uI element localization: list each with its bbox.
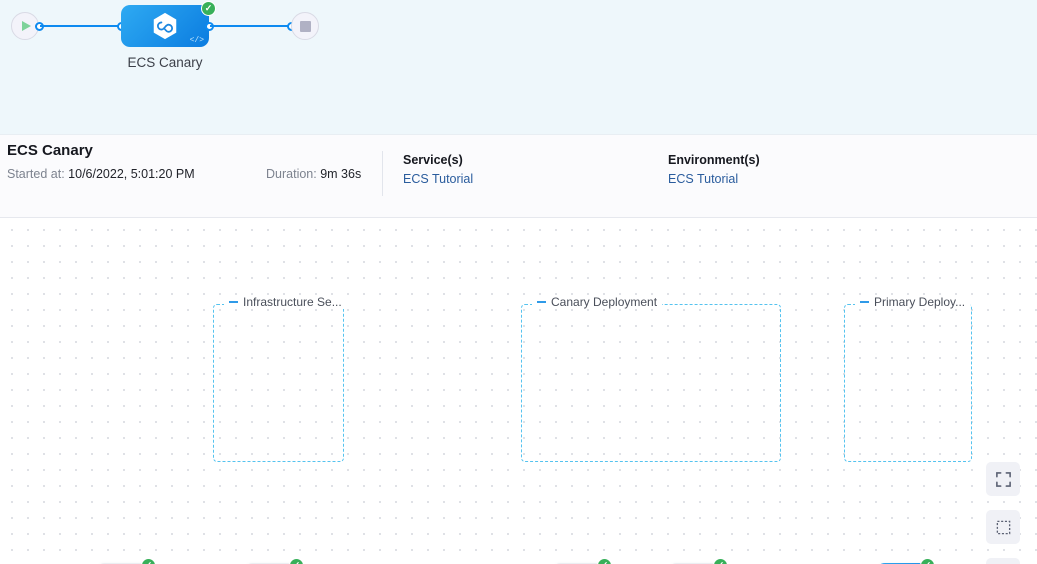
services-heading: Service(s) [403, 153, 463, 167]
environment-link[interactable]: ECS Tutorial [668, 172, 739, 186]
selection-box-button[interactable] [986, 510, 1020, 544]
dashed-square-icon [996, 520, 1010, 534]
minus-icon[interactable] [860, 301, 869, 303]
status-badge-success: ✓ [713, 558, 728, 564]
group-primary-deployment[interactable]: Primary Deploy... [844, 295, 972, 462]
duration-label: Duration: [266, 167, 317, 181]
group-canary-deployment[interactable]: Canary Deployment [521, 295, 781, 462]
connector-line [40, 25, 122, 27]
connector-line [210, 25, 292, 27]
environments-heading: Environment(s) [668, 153, 760, 167]
status-badge-success: ✓ [141, 558, 156, 564]
service-link[interactable]: ECS Tutorial [403, 172, 474, 186]
duration-value: 9m 36s [320, 167, 362, 181]
mini-pipeline-strip: </> ✓ ECS Canary [0, 0, 1037, 135]
harness-hexagon-icon [153, 12, 177, 40]
minus-icon[interactable] [229, 301, 238, 303]
group-label: Primary Deploy... [855, 295, 971, 309]
started-at-value: 10/6/2022, 5:01:20 PM [68, 167, 195, 181]
minus-icon[interactable] [537, 301, 546, 303]
group-label-text: Canary Deployment [551, 295, 658, 309]
status-badge-success: ✓ [289, 558, 304, 564]
stop-square-icon [299, 20, 311, 32]
status-badge-success: ✓ [597, 558, 612, 564]
execution-info-bar: ECS Canary Started at: 10/6/2022, 5:01:2… [0, 135, 1037, 218]
expand-icon [995, 471, 1011, 487]
group-label: Canary Deployment [532, 295, 663, 309]
group-label: Infrastructure Se... [224, 295, 347, 309]
canvas-controls: + – [986, 462, 1020, 564]
execution-graph-canvas[interactable]: Infrastructure Se... Canary Deployment P… [0, 218, 1037, 564]
duration-field: Duration: 9m 36s [266, 167, 361, 181]
code-glyph: </> [189, 36, 204, 45]
environments-column: Environment(s) ECS Tutorial [668, 153, 760, 186]
status-badge-success: ✓ [201, 1, 216, 16]
execution-title: ECS Canary [7, 142, 93, 159]
group-infrastructure-section[interactable]: Infrastructure Se... [213, 295, 347, 462]
divider [382, 151, 383, 196]
started-at-label: Started at: [7, 167, 65, 181]
group-label-text: Infrastructure Se... [243, 295, 342, 309]
status-badge-success: ✓ [920, 558, 935, 564]
services-column: Service(s) ECS Tutorial [403, 153, 473, 186]
pipeline-stage-label: ECS Canary [127, 55, 203, 70]
group-label-text: Primary Deploy... [874, 295, 966, 309]
started-at-field: Started at: 10/6/2022, 5:01:20 PM [7, 167, 195, 181]
play-icon [21, 21, 31, 31]
pipeline-stage-node-ecs-canary[interactable]: </> [121, 5, 209, 47]
pipeline-end-node[interactable] [291, 12, 319, 40]
zoom-in-button[interactable]: + [986, 558, 1020, 564]
zoom-control-group: + – [986, 558, 1020, 564]
pipeline-start-node[interactable] [11, 12, 39, 40]
fit-to-screen-button[interactable] [986, 462, 1020, 496]
